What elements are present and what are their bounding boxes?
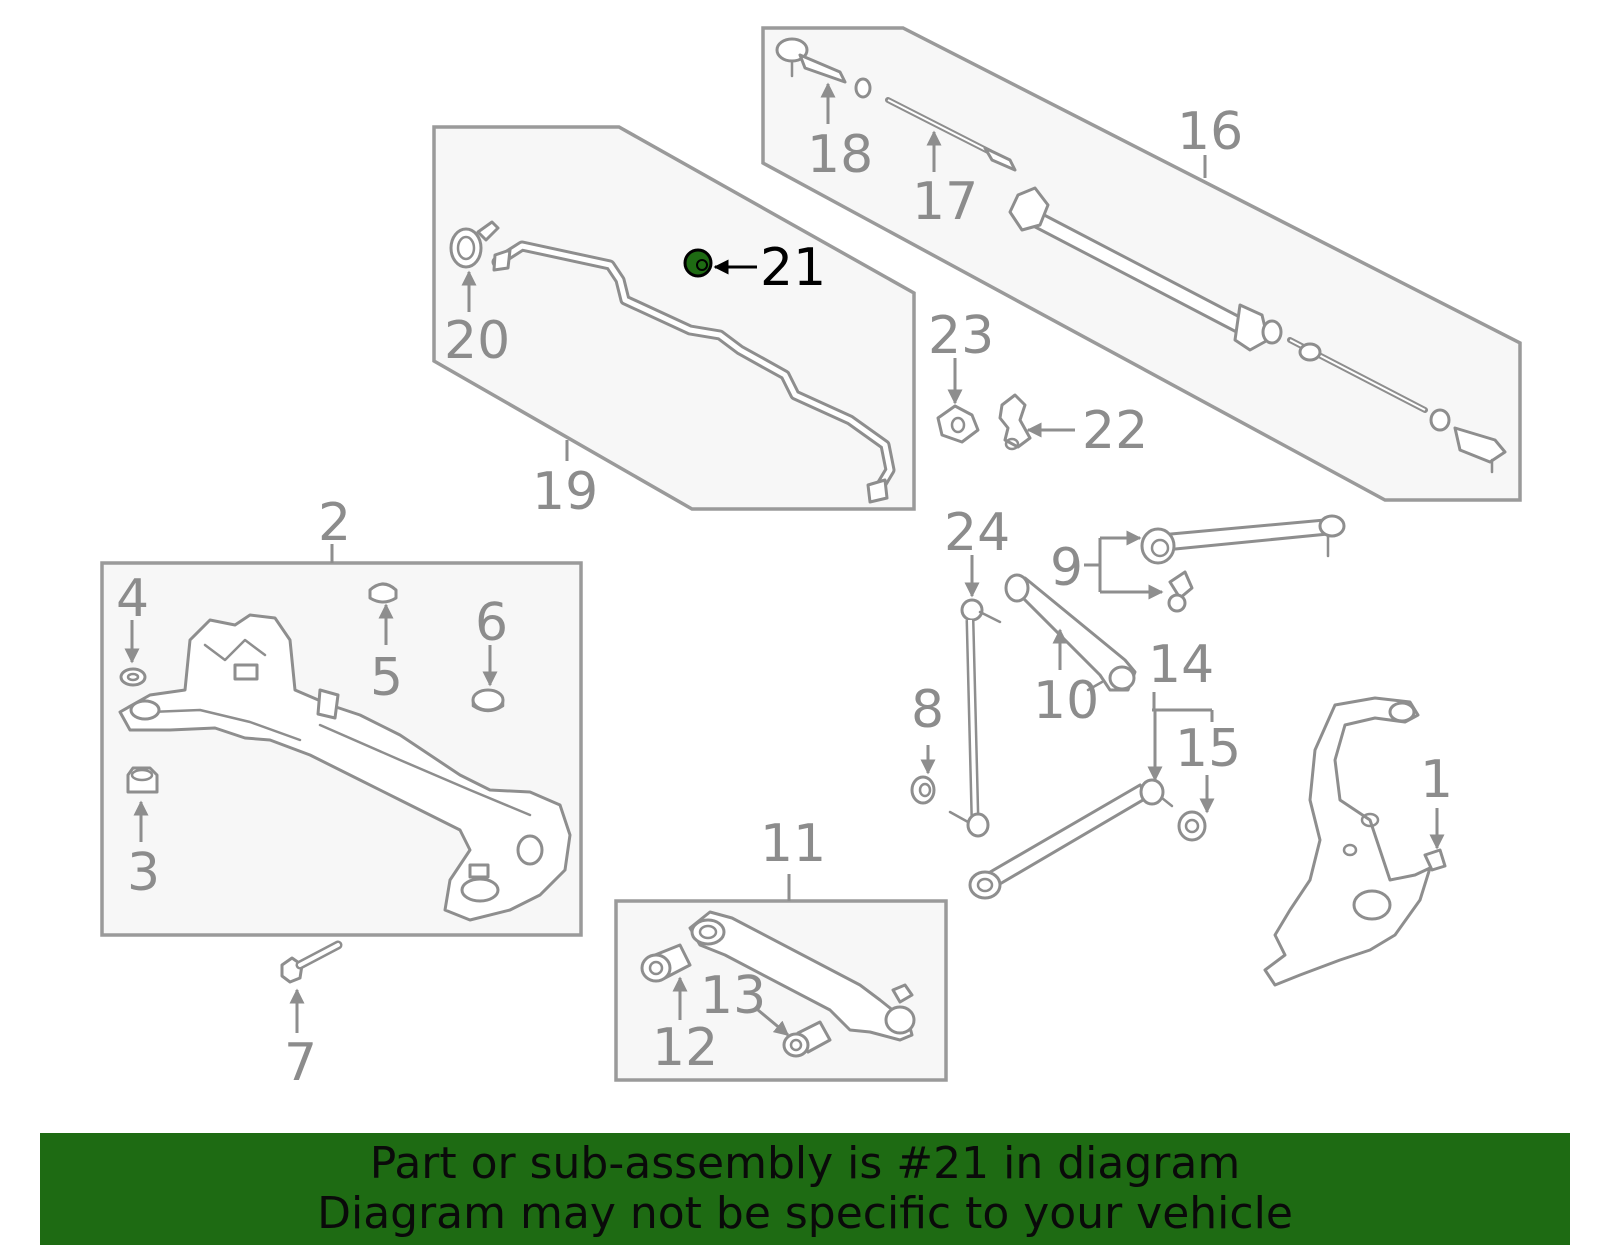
- callout-13: 13: [700, 966, 766, 1026]
- callout-4: 4: [116, 569, 149, 629]
- stabilizer-link-part: [449, 220, 500, 269]
- bushing-21-highlighted: [683, 248, 713, 278]
- callout-14: 14: [1148, 635, 1214, 695]
- bushing-15-part: [1177, 810, 1207, 842]
- callout-23: 23: [928, 306, 994, 366]
- banner-line-1: Part or sub-assembly is #21 in diagram: [369, 1138, 1241, 1189]
- banner-line-2: Diagram may not be specific to your vehi…: [317, 1188, 1293, 1239]
- crossmember-part: [118, 613, 572, 922]
- group-box-16: [761, 26, 1522, 502]
- washer-4-part: [119, 667, 147, 687]
- stabilizer-link-24-part: [948, 598, 1002, 838]
- callout-1: 1: [1420, 750, 1453, 810]
- callout-21: 21: [760, 238, 826, 298]
- trailing-arm-9-part: [1140, 514, 1346, 565]
- knuckle-1-part: [1263, 696, 1447, 987]
- callout-22: 22: [1082, 401, 1148, 461]
- plug-6-part: [471, 688, 505, 713]
- parts-diagram: 18 17 16 20 21 19 23 22 2 4 5 6 3 7 24 9…: [100, 26, 1522, 1093]
- group-box-2: [100, 561, 583, 937]
- callout-11: 11: [760, 814, 826, 874]
- callout-16: 16: [1177, 102, 1243, 162]
- callout-7: 7: [284, 1033, 317, 1093]
- callout-2: 2: [318, 493, 351, 553]
- callout-24: 24: [944, 503, 1010, 563]
- bracket-22-part: [998, 393, 1032, 451]
- callout-20: 20: [444, 311, 510, 371]
- callout-17: 17: [912, 172, 978, 232]
- callout-5: 5: [370, 648, 403, 708]
- callout-3: 3: [127, 843, 160, 903]
- bushing-12-part: [640, 943, 692, 983]
- callout-19: 19: [532, 462, 598, 522]
- callout-9: 9: [1050, 538, 1083, 598]
- nut-3-part: [126, 766, 159, 794]
- nut-8-part: [910, 775, 936, 805]
- callout-12: 12: [652, 1018, 718, 1078]
- outer-tie-rod-end-part: [775, 37, 872, 99]
- bushing-23-part: [936, 404, 980, 444]
- bolt-7-part: [280, 940, 343, 984]
- control-arm-part: [688, 910, 916, 1042]
- callout-15: 15: [1175, 719, 1241, 779]
- bushing-13-part: [782, 1020, 832, 1058]
- bushing-9-part: [1167, 570, 1194, 613]
- lateral-arm-10-part: [1004, 573, 1137, 692]
- callout-10: 10: [1033, 671, 1099, 731]
- steering-rack-part: [1008, 186, 1507, 474]
- inner-tie-rod-part: [885, 97, 1017, 172]
- callout-18: 18: [807, 125, 873, 185]
- info-banner: Part or sub-assembly is #21 in diagram D…: [40, 1133, 1570, 1245]
- group-box-11: [614, 899, 948, 1082]
- bushing-5-part: [368, 582, 398, 604]
- stabilizer-bar-part: [491, 240, 896, 504]
- lower-arm-14-part: [968, 778, 1174, 900]
- callout-6: 6: [475, 593, 508, 653]
- callout-8: 8: [911, 680, 944, 740]
- group-box-19: [432, 125, 916, 511]
